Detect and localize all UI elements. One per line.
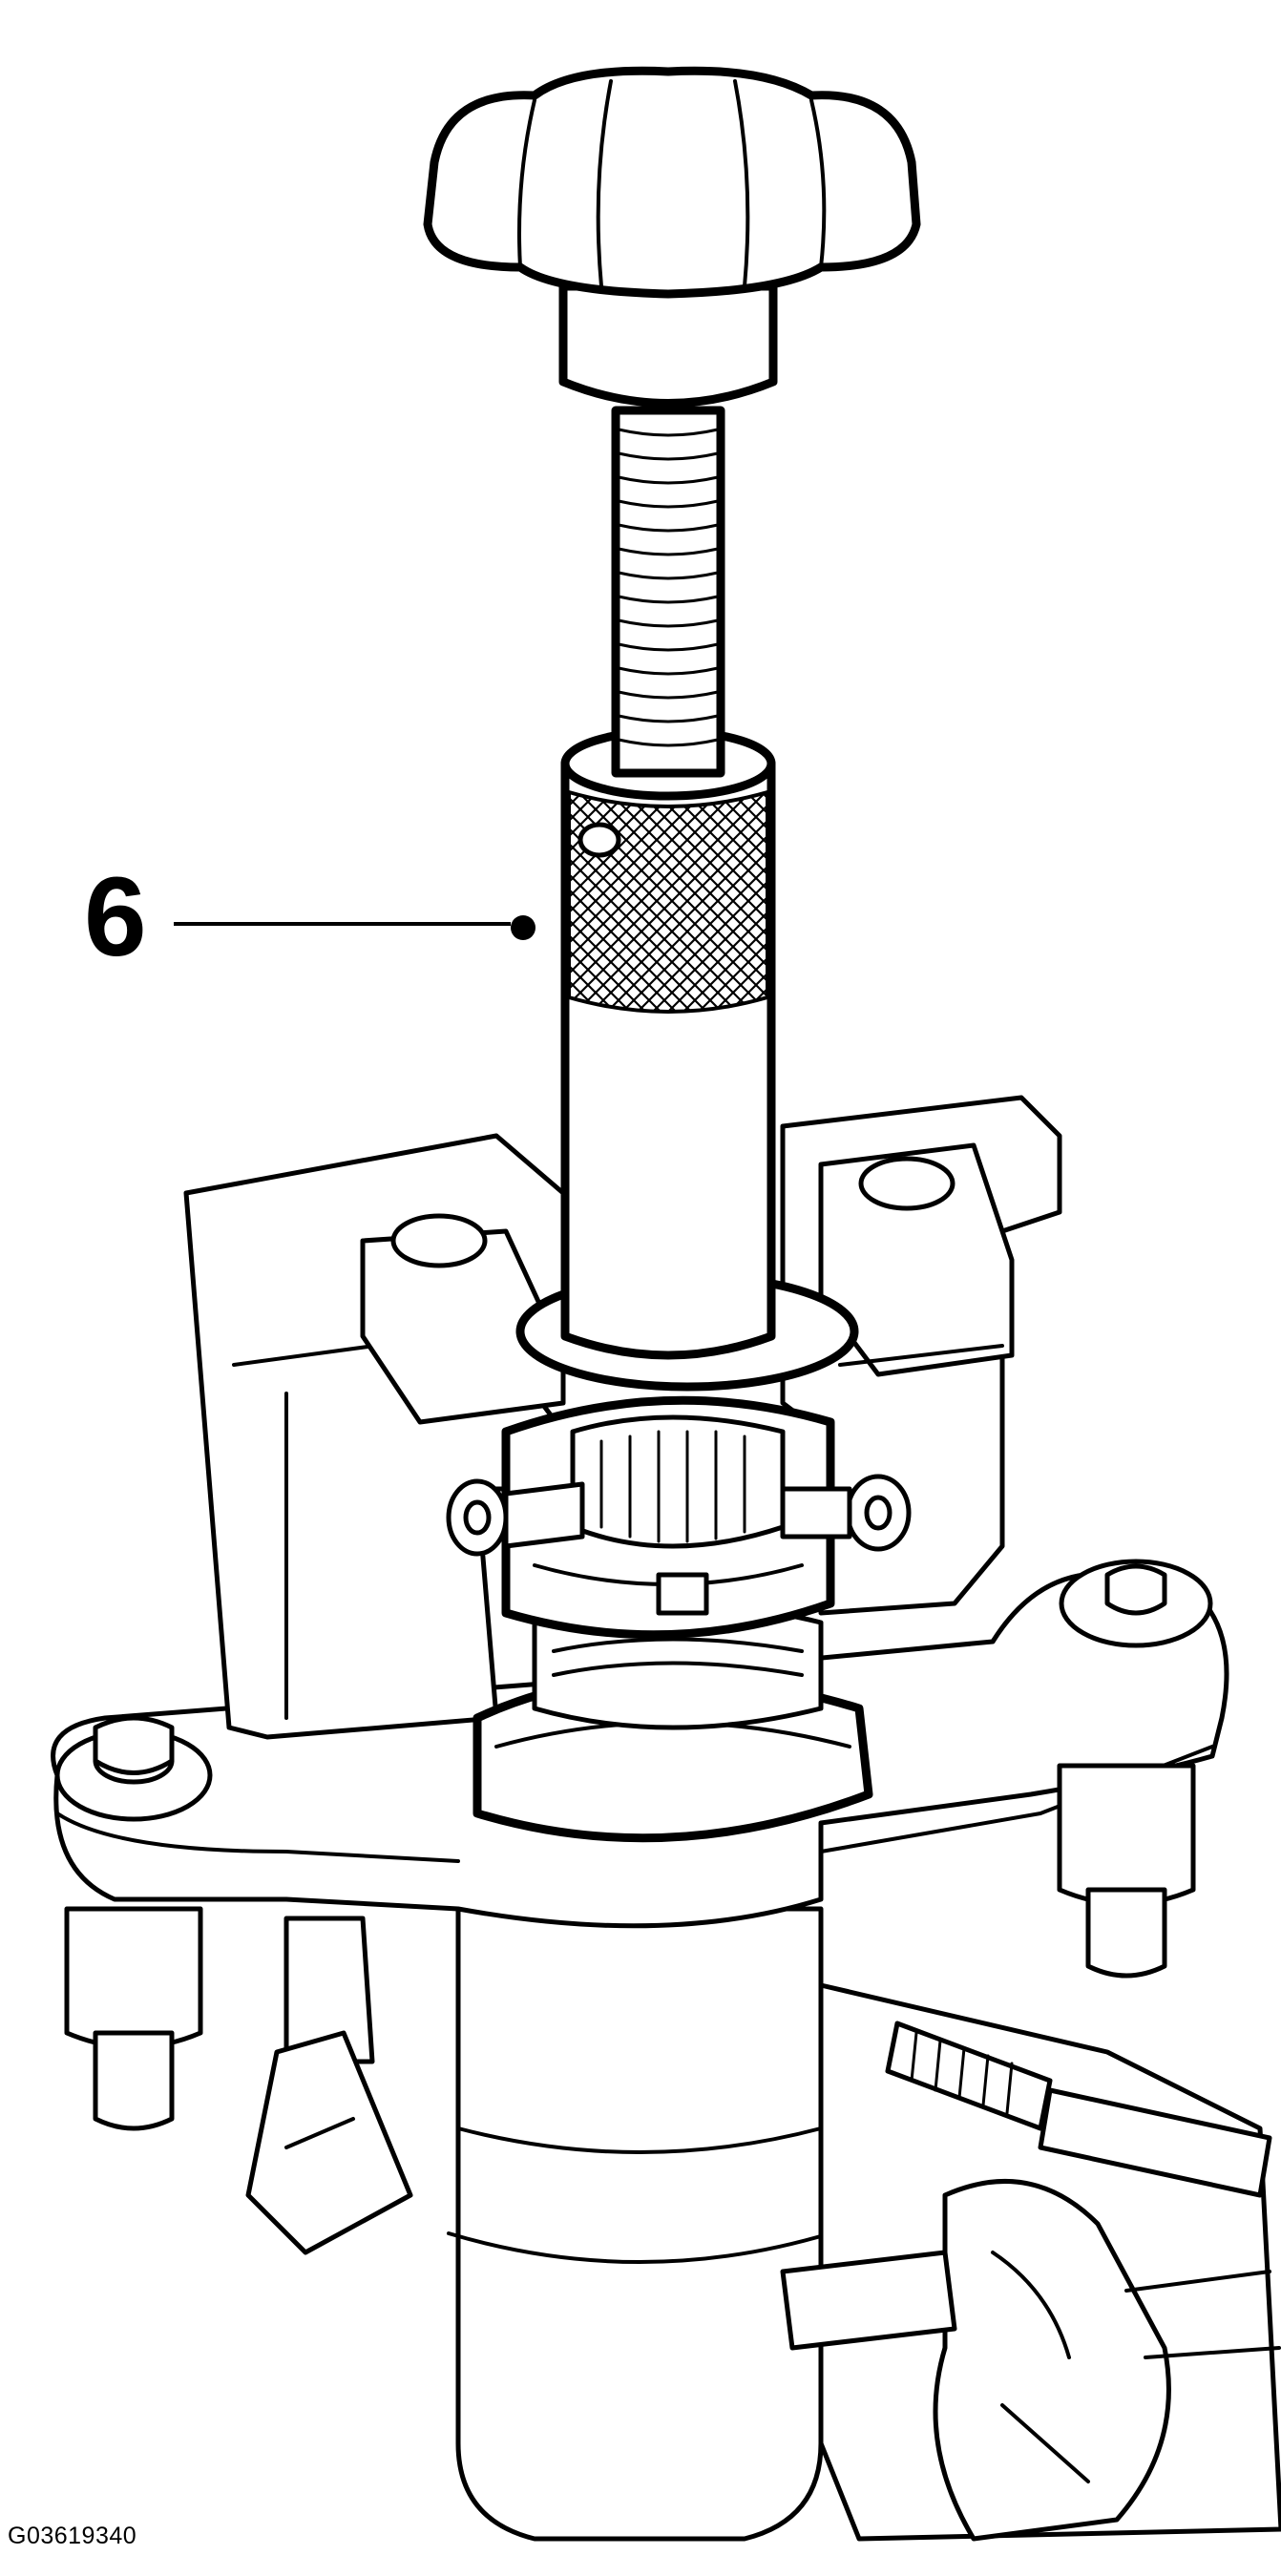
lower-housing [245, 1906, 832, 2542]
right-bolt [1057, 1559, 1213, 1979]
threaded-rod [611, 406, 725, 778]
callout-leader [174, 915, 536, 940]
puller-bracket [183, 1095, 1062, 1740]
knob-handle [423, 66, 921, 408]
figure-code: G03619340 [8, 2523, 137, 2549]
left-set-screw [446, 1478, 585, 1557]
callout-number-6: 6 [84, 854, 147, 980]
collar-assembly [446, 1395, 912, 1843]
lower-right-mechanism [780, 1982, 1281, 2542]
sleeve-tube [560, 726, 776, 1360]
left-bolt [54, 1715, 213, 2131]
right-set-screw [780, 1474, 912, 1552]
sleeve-hole [578, 822, 621, 858]
